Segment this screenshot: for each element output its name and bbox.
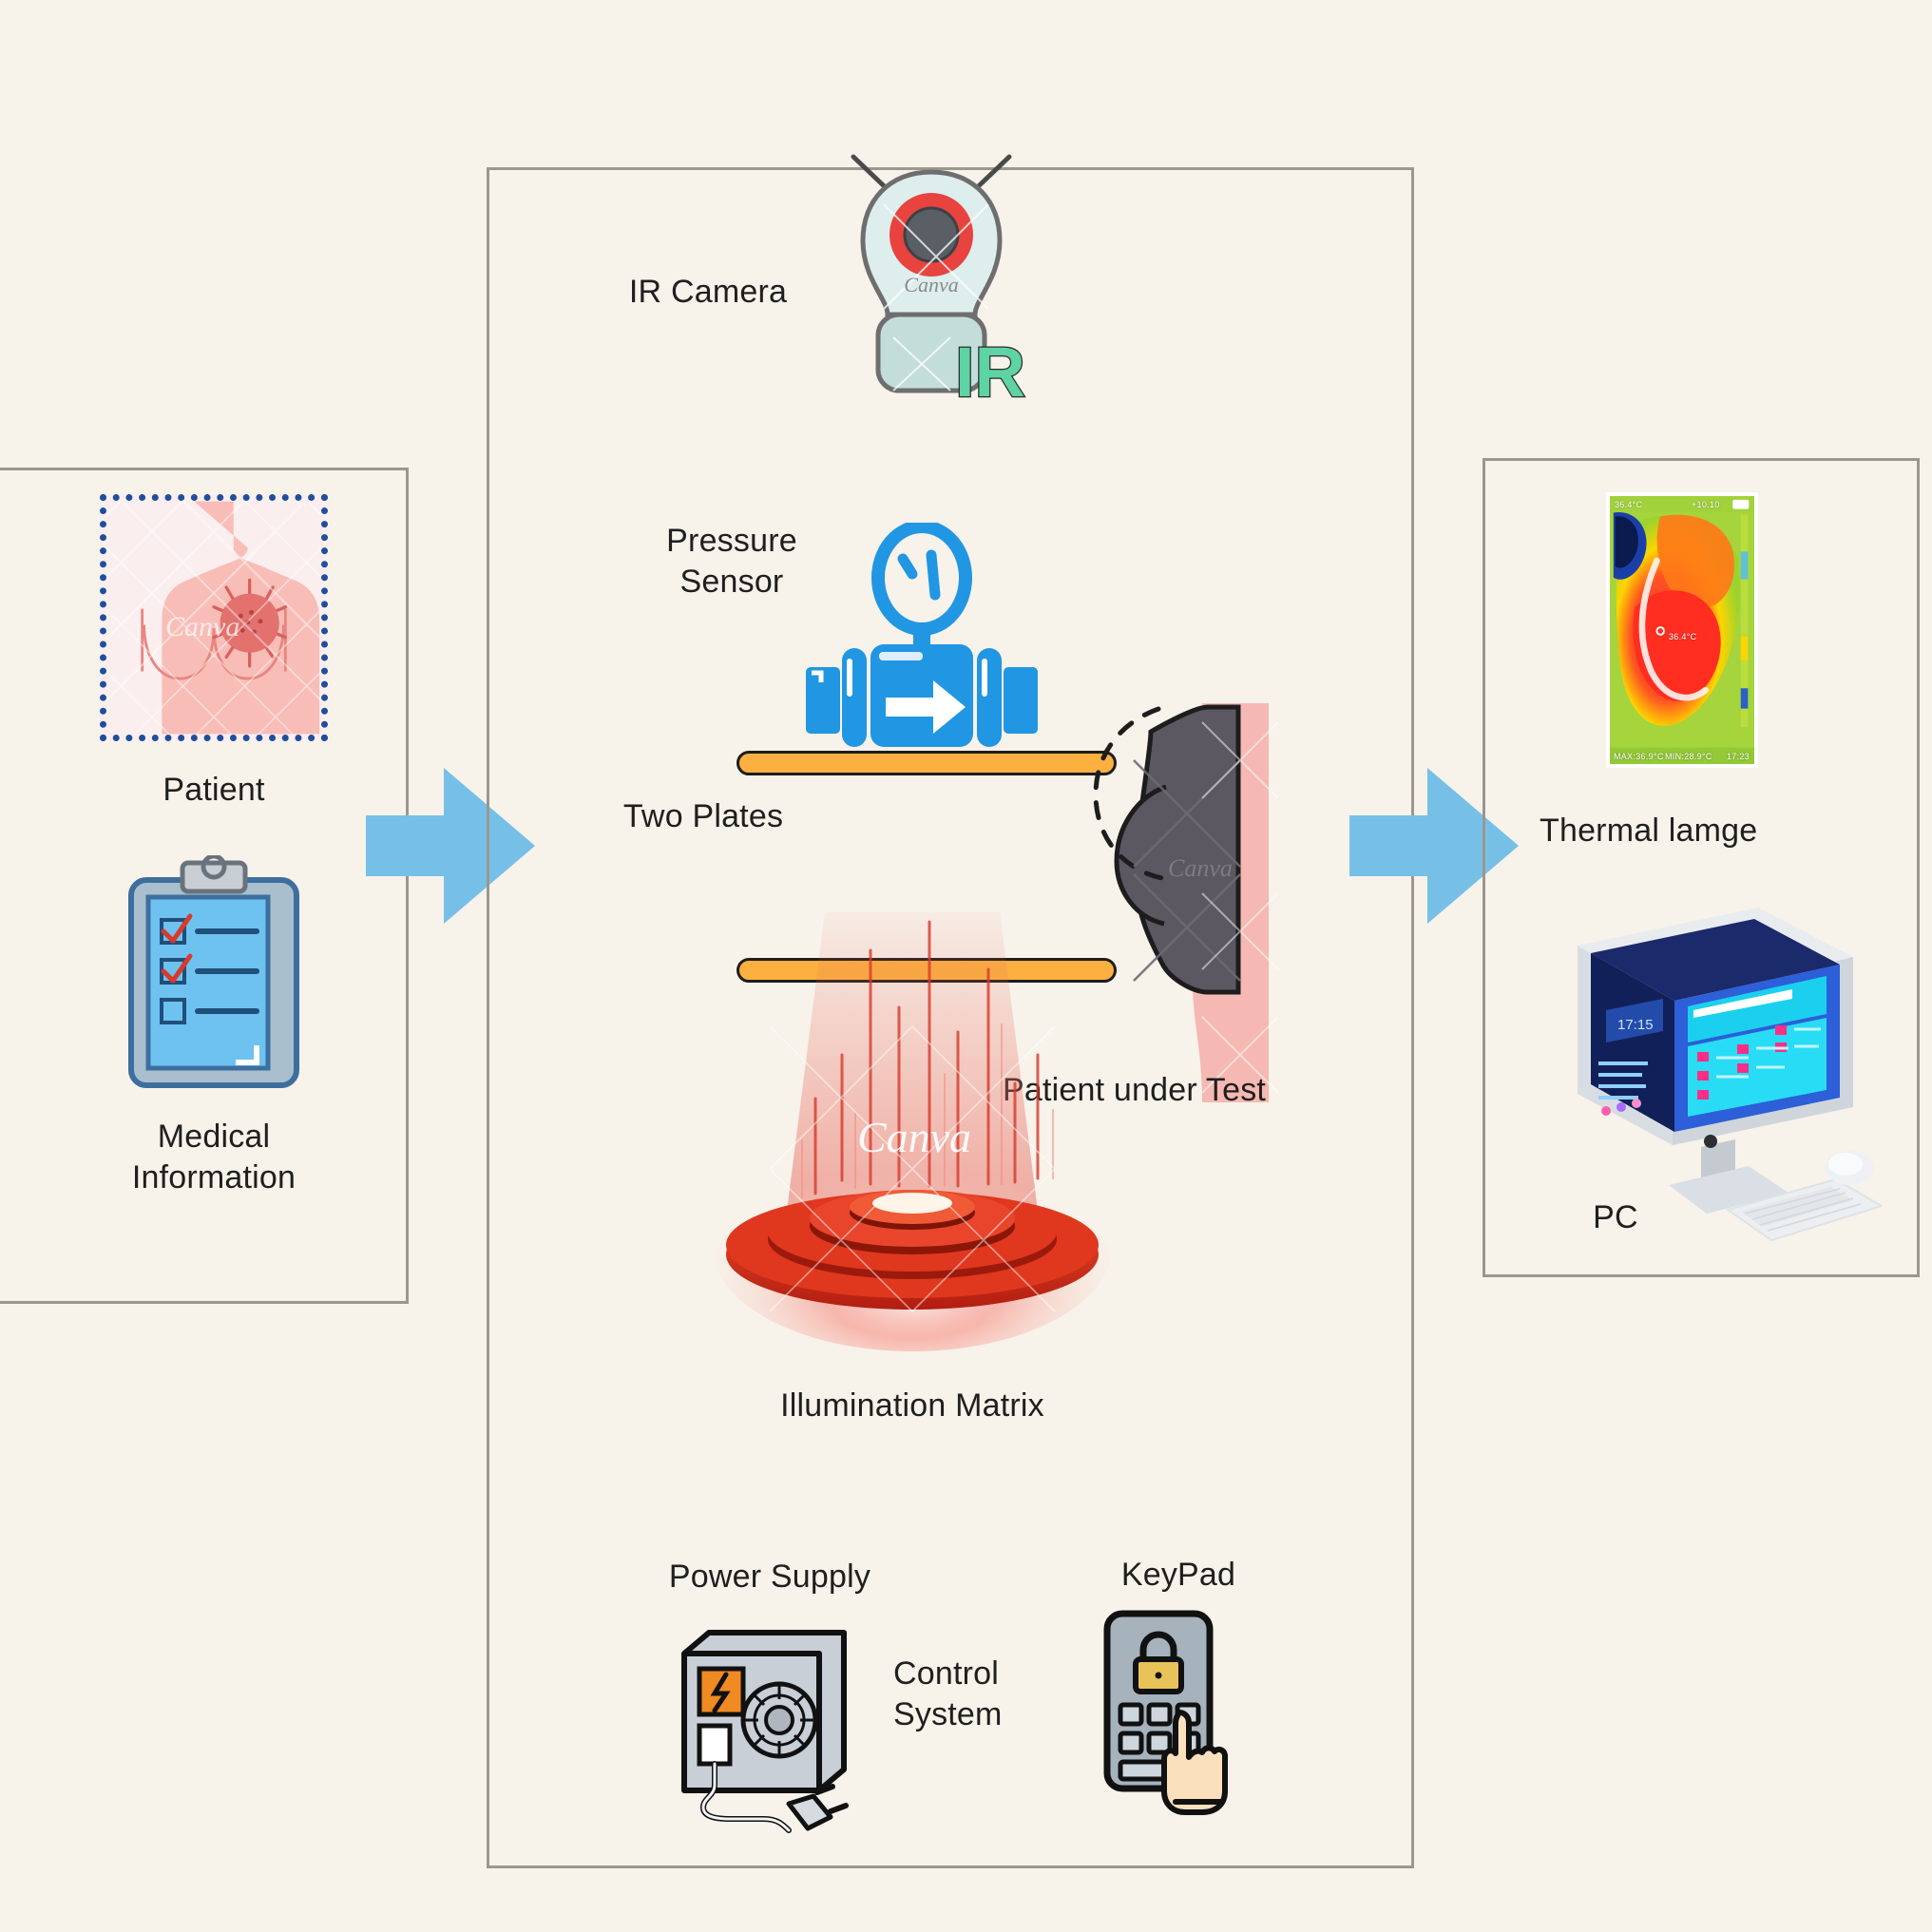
keypad-label: KeyPad: [1120, 1557, 1236, 1593]
female-chest-tumor-illustration: [106, 501, 321, 735]
pressure-sensor-label: Pressure Sensor: [599, 521, 865, 602]
svg-text:IR: IR: [955, 333, 1025, 411]
thermal-temp-center: 36.4°C: [1669, 632, 1697, 641]
control-system-label-line1: Control: [893, 1655, 1000, 1692]
medical-information-icon: [124, 853, 304, 1093]
thermal-image-icon: 36.4°C +10.10 36.4°C MAX:36.9°C MIN:28.9…: [1606, 492, 1758, 768]
pc-icon: 17:15: [1568, 908, 1884, 1259]
two-plates-label: Two Plates: [622, 798, 784, 834]
power-supply-label: Power Supply: [668, 1559, 871, 1595]
svg-text:Canva: Canva: [857, 1113, 971, 1161]
power-supply-icon: [675, 1616, 855, 1834]
medical-information-label-line2: Information: [131, 1158, 296, 1196]
svg-text:17:15: 17:15: [1617, 1017, 1654, 1033]
pc-label: PC: [1593, 1199, 1638, 1235]
thermal-max-label: MAX:36.9°C: [1614, 752, 1664, 761]
arrow-input-to-system: [366, 760, 537, 931]
patient-illustration: Canva: [100, 494, 328, 741]
pressure-sensor-label-line1: Pressure: [666, 523, 797, 559]
patient-under-test-icon: Canva: [1060, 703, 1297, 1102]
patient-label: Patient: [163, 772, 265, 808]
control-system-label: Control System: [893, 1654, 1102, 1734]
illumination-matrix-icon: Canva: [703, 912, 1121, 1368]
thermal-temp-top-left: 36.4°C: [1615, 500, 1643, 509]
pressure-sensor-icon: [789, 520, 1055, 760]
medical-information-label-line1: Medical: [157, 1119, 271, 1155]
ir-camera-icon: Canva IR: [836, 147, 1026, 423]
svg-text:Canva: Canva: [1168, 854, 1233, 882]
thermal-min-label: MIN:28.9°C: [1665, 752, 1712, 761]
thermal-time-label: 17:23: [1726, 752, 1750, 761]
illumination-matrix-label: Illumination Matrix: [780, 1387, 1044, 1424]
compression-plate-top: [736, 751, 1117, 775]
output-panel: [1482, 458, 1920, 1277]
thermal-delta-top-right: +10.10: [1692, 500, 1720, 509]
svg-text:Canva: Canva: [904, 273, 958, 296]
pressure-sensor-label-line2: Sensor: [679, 563, 784, 600]
patient-under-test-label: Patient under Test: [1003, 1072, 1267, 1108]
medical-information-label: Medical Information: [52, 1117, 375, 1197]
keypad-icon: [1098, 1606, 1250, 1825]
arrow-system-to-output: [1349, 760, 1521, 931]
clipboard-checklist-icon: [128, 853, 299, 1088]
ir-camera-label: IR Camera: [628, 274, 788, 310]
control-system-label-line2: System: [893, 1695, 1003, 1732]
thermal-image-label: Thermal lamge: [1540, 813, 1758, 849]
input-panel: [0, 468, 409, 1304]
system-panel: [487, 167, 1414, 1868]
